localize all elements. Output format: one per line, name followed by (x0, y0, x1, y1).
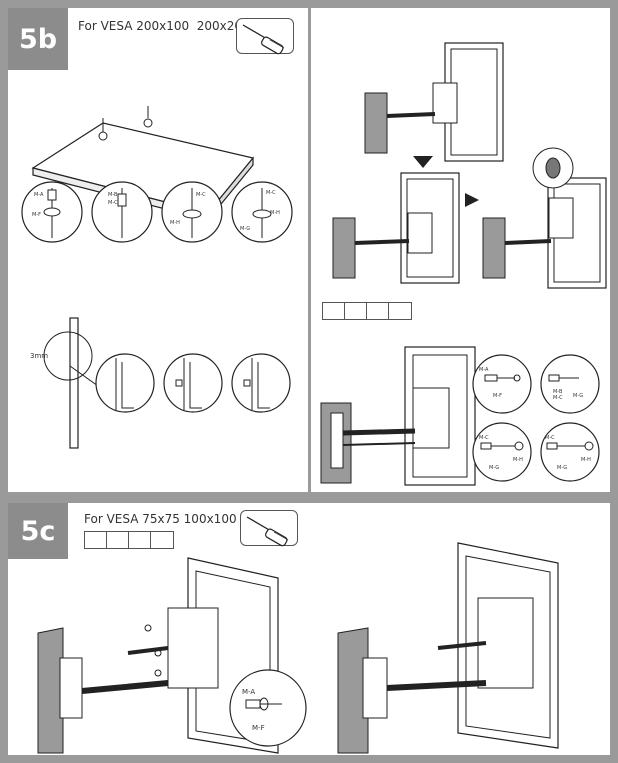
cross-icon (129, 532, 151, 548)
label-mount-b-right: M-G (573, 393, 583, 399)
mounted-tv-illustration (320, 346, 476, 486)
check-icon (85, 532, 107, 548)
mount-detail-5c: M-A M-F (229, 669, 307, 747)
step-5c-panel: 5c For VESA 75x75 100x100 M-A M-F (8, 503, 610, 755)
label-c2-mid: M-C (108, 200, 118, 206)
label-mount-a-bottom: M-F (493, 393, 502, 399)
label-mount-d-right: M-H (581, 457, 591, 463)
label-mount-b-mid: M-C (553, 395, 563, 401)
screw-icon (345, 303, 367, 319)
screw-detail-circle-2: M-B M-C (91, 181, 153, 243)
assembled-mount-illustration (337, 542, 559, 754)
screwdriver-icon (242, 24, 285, 55)
mount-detail-a: M-A M-F (472, 354, 532, 414)
label-c3-top: M-C (196, 192, 206, 198)
panel-divider (308, 8, 311, 492)
hardware-icon-strip-5c (84, 531, 174, 549)
label-c4-bottom: M-G (240, 226, 250, 232)
cross-icon (367, 303, 389, 319)
step-5c-caption: For VESA 75x75 100x100 (84, 512, 237, 526)
spacer-detail-circle-2 (163, 353, 223, 413)
screw-icon (107, 532, 129, 548)
tv-side-view: 3mm (30, 317, 99, 449)
mount-detail-c: M-C M-G M-H (472, 422, 532, 482)
mount-detail-d: M-C M-G M-H (540, 422, 600, 482)
label-c4-mid: M-H (270, 210, 280, 216)
step-5b-caption: For VESA 200x100 200x200 (78, 19, 250, 33)
label-5c-top: M-A (242, 688, 255, 696)
check-icon (323, 303, 345, 319)
screwdriver-tool-box (236, 18, 294, 55)
screwdriver-tool-box (240, 510, 298, 547)
label-5c-bottom: M-F (252, 724, 265, 732)
step-5b-tab: 5b (8, 8, 68, 70)
label-mount-c-top: M-C (479, 435, 489, 441)
screwdriver-icon (246, 516, 289, 547)
label-mount-d-bottom: M-G (557, 465, 567, 471)
label-mount-a-top: M-A (479, 367, 489, 373)
screw-icon-alt (389, 303, 411, 319)
label-c2-top: M-B (108, 192, 118, 198)
mount-attach-sequence (332, 42, 607, 289)
label-c4-top: M-C (266, 190, 276, 196)
label-mount-b-top: M-B (553, 389, 563, 395)
label-mount-c-bottom: M-G (489, 465, 499, 471)
label-c1-top: M-A (34, 192, 44, 198)
screw-detail-circle-1: M-A M-F (21, 181, 83, 243)
step-5b-panel: 5b For VESA 200x100 200x200 M-A M-F M-B … (8, 8, 610, 492)
screw-detail-circle-3: M-C M-H (161, 181, 223, 243)
screw-icon-alt (151, 532, 173, 548)
spacer-detail-circle-3 (231, 353, 291, 413)
label-mount-c-right: M-H (513, 457, 523, 463)
mount-detail-b: M-B M-C M-G (540, 354, 600, 414)
label-c1-bottom: M-F (32, 212, 41, 218)
hardware-icon-strip-5b (322, 302, 412, 320)
screw-detail-circle-4: M-C M-H M-G (231, 181, 293, 243)
spacer-label: 3mm (30, 352, 48, 360)
spacer-detail-circle-1 (95, 353, 155, 413)
label-mount-d-top: M-C (545, 435, 555, 441)
label-c3-bottom: M-H (170, 220, 180, 226)
step-5c-tab: 5c (8, 503, 68, 559)
